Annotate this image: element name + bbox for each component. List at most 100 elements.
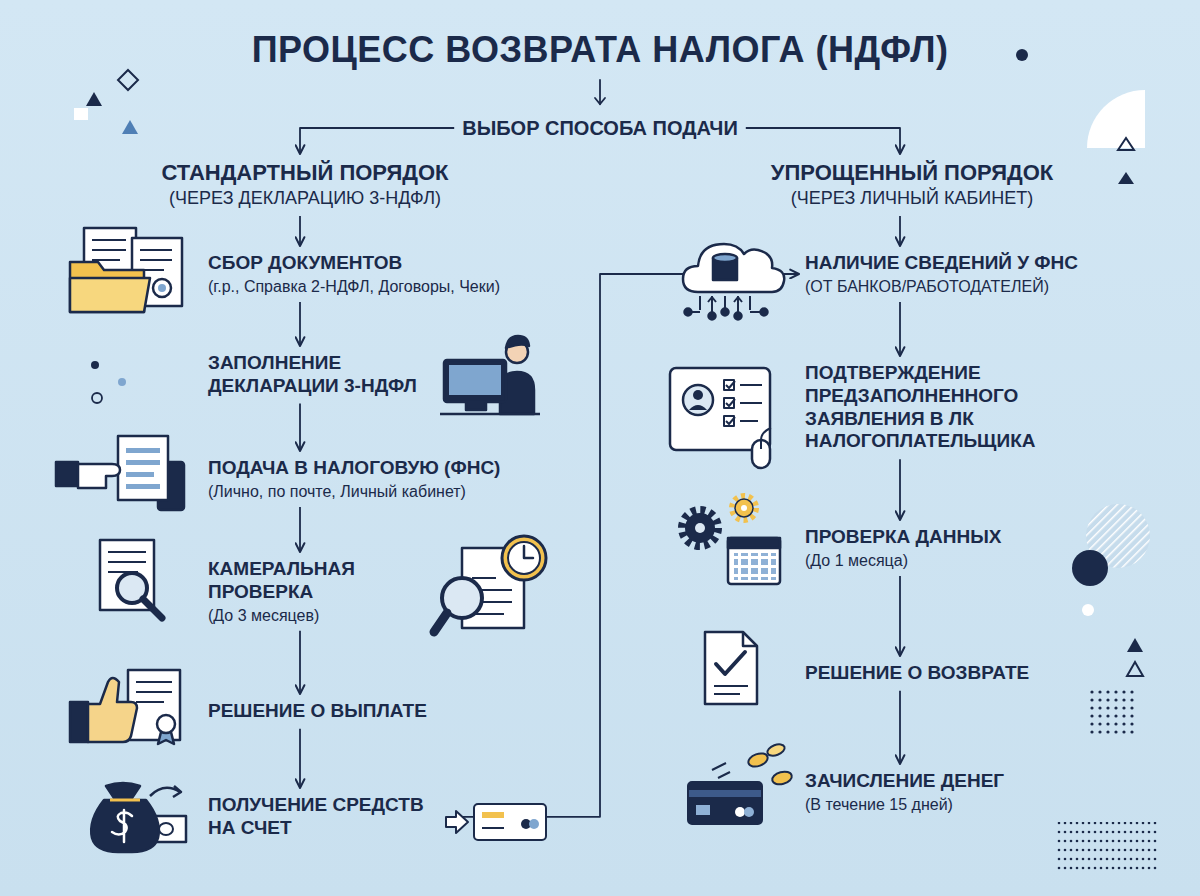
step-heading: РЕШЕНИЕ О ВЫПЛАТЕ [208,700,468,723]
flow-arrow [299,404,301,451]
step-note: (До 3 месяцев) [208,606,430,625]
decision-document-icon [705,632,757,704]
approval-icon [70,670,180,744]
payment-card-icon [771,770,793,787]
money-icon [91,783,186,852]
decision-document-icon [714,686,748,694]
computer-user-icon [466,402,486,410]
audit-time-icon [524,546,533,558]
flow-arrow [899,216,901,246]
process-step: СБОР ДОКУМЕНТОВ(г.р., Справка 2-НДФЛ, До… [208,250,560,298]
flow-arrow [899,576,901,656]
step-note: (До 1 месяца) [805,551,1085,570]
data-check-icon [685,513,715,543]
data-check-icon [728,538,780,548]
money-icon [159,823,173,835]
money-icon [106,783,140,798]
submit-document-icon [126,484,160,489]
documents-folder-icon [70,278,150,312]
step-heading: ЗАПОЛНЕНИЕ ДЕКЛАРАЦИИ 3-НДФЛ [208,352,438,398]
cloud-data-icon [722,309,729,316]
title-arrow [595,80,605,104]
flow-arrow [746,128,900,154]
prefilled-form-icon [689,405,707,410]
branch-header: СТАНДАРТНЫЙ ПОРЯДОК(ЧЕРЕЗ ДЕКЛАРАЦИЮ 3-Н… [162,158,449,212]
step-heading: ВЫБОР СПОСОБА ПОДАЧИ [462,116,738,140]
step-note: (ЧЕРЕЗ ЛИЧНЫЙ КАБИНЕТ) [771,188,1053,210]
step-heading: ПРОВЕРКА ДАННЫХ [805,526,1085,549]
data-check-icon [728,538,780,584]
prefilled-form-icon [740,385,762,421]
money-icon [91,800,159,852]
transfer-card-icon [474,804,546,840]
step-note: (ЧЕРЕЗ ДЕКЛАРАЦИЮ 3-НДФЛ) [162,188,449,210]
cloud-data-icon [713,254,737,262]
payment-card-icon [744,807,754,817]
step-heading: ПОДАЧА В НАЛОГОВУЮ (ФНС) [208,457,548,480]
step-heading: СТАНДАРТНЫЙ ПОРЯДОК [162,160,449,186]
payment-card-icon [735,807,745,817]
step-heading: КАМЕРАЛЬНАЯ ПРОВЕРКА [208,558,430,604]
flow-arrow [899,691,901,764]
decoration-shapes [1016,49,1028,61]
decoration-shapes [1055,822,1159,872]
step-heading: ПОДТВЕРЖДЕНИЕ ПРЕДЗАПОЛНЕННОГО ЗАЯВЛЕНИЯ… [805,362,1071,453]
step-note: (г.р., Справка 2-НДФЛ, Договоры, Чеки) [208,277,560,296]
flow-arrow [446,274,799,817]
step-heading: ЗАЧИСЛЕНИЕ ДЕНЕГ [805,770,1085,793]
document-review-icon [143,599,162,618]
process-step: РЕШЕНИЕ О ВЫПЛАТЕ [208,698,468,725]
process-step: ЗАЧИСЛЕНИЕ ДЕНЕГ (В течение 15 дней) [805,768,1085,816]
computer-user-icon [440,336,540,414]
process-step: ПОДАЧА В НАЛОГОВУЮ (ФНС) (Лично, по почте… [208,455,548,503]
decoration-shapes [1118,172,1134,184]
decoration-shapes [1127,662,1143,676]
computer-user-icon [449,365,501,395]
step-note: (Лично, по почте, Личный кабинет) [208,482,548,501]
step-heading: ПОЛУЧЕНИЕ СРЕДСТВ НА СЧЕТ [208,794,442,840]
submit-document-icon [126,448,160,453]
data-check-icon [732,496,756,520]
process-step: ПОДТВЕРЖДЕНИЕ ПРЕДЗАПОЛНЕННОГО ЗАЯВЛЕНИЯ… [805,360,1071,455]
money-icon [112,810,132,842]
documents-folder-icon [158,284,166,292]
audit-time-icon [508,542,540,574]
computer-user-icon [506,336,529,348]
data-check-icon [695,523,705,533]
cloud-data-icon [685,309,692,316]
process-step: ЗАПОЛНЕНИЕ ДЕКЛАРАЦИИ 3-НДФЛ [208,350,438,400]
payment-card-icon [688,742,793,824]
step-heading: НАЛИЧИЕ СВЕДЕНИЙ У ФНС [805,252,1105,275]
submit-document-icon [56,436,184,510]
submit-document-icon [118,436,168,500]
submit-document-icon [126,472,154,477]
decoration-shapes [1087,90,1145,148]
decision-document-icon [743,632,757,646]
data-check-icon [741,505,747,511]
document-review-icon [108,552,146,572]
decoration-shapes [74,49,1159,872]
cloud-data-icon [683,244,784,292]
audit-time-icon [434,536,546,632]
cloud-data-icon [683,244,784,320]
data-check-icon [734,553,776,580]
process-step: НАЛИЧИЕ СВЕДЕНИЙ У ФНС(ОТ БАНКОВ/РАБОТОД… [805,250,1105,298]
flow-arrow [299,631,301,694]
decoration-shapes [1086,690,1136,738]
cloud-data-icon [735,313,742,320]
flow-arrow [299,302,301,346]
transfer-card-icon [482,827,504,829]
decoration-shapes [91,361,99,369]
submit-document-icon [78,464,120,488]
transfer-card-icon [482,812,504,818]
prefilled-form-icon [726,381,735,424]
process-step: ПОЛУЧЕНИЕ СРЕДСТВ НА СЧЕТ [208,792,442,842]
process-step: КАМЕРАЛЬНАЯ ПРОВЕРКА (До 3 месяцев) [208,556,430,627]
decoration-shapes [1082,604,1094,616]
step-note: (В течение 15 дней) [805,795,1085,814]
prefilled-form-icon [761,428,771,440]
approval-icon [70,702,88,742]
payment-card-icon [766,742,786,758]
choice-step: ВЫБОР СПОСОБА ПОДАЧИ [462,114,738,142]
audit-time-icon [434,613,447,632]
